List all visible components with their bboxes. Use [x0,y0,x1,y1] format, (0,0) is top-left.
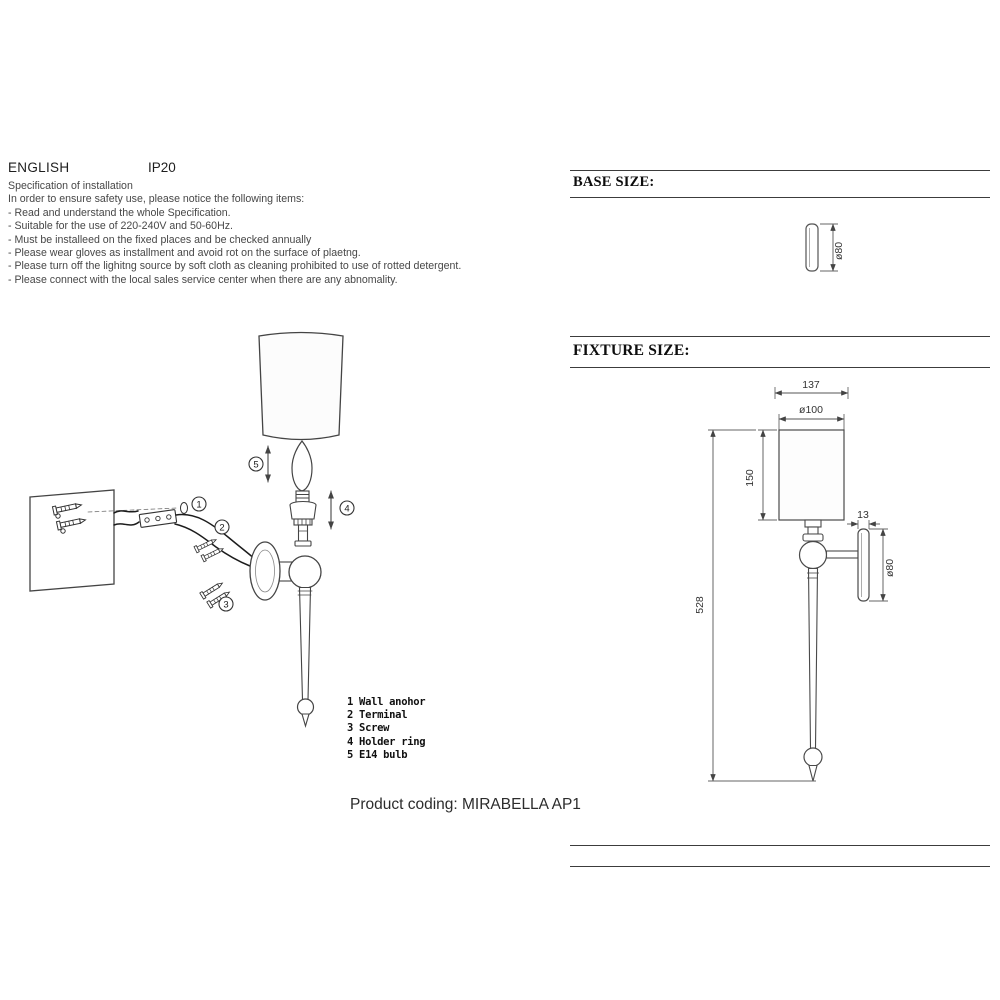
plate-diameter-label: ø80 [884,559,896,577]
spec-intro: In order to ensure safety use, please no… [8,193,305,206]
wire [175,513,257,561]
base-diameter-label: ø80 [833,242,845,260]
parts-list-item: 5 E14 bulb [347,748,408,761]
shade-diameter-label: ø100 [799,404,823,416]
spec-title: Specification of installation [8,180,133,192]
divider [570,845,990,846]
shade-front-view [778,429,845,521]
spec-item: - Suitable for the use of 220-240V and 5… [8,220,233,233]
lamp-holder [289,500,317,547]
specification-block: Specification of installation In order t… [8,180,573,287]
fixture-size-drawing: 137 ø100 150 528 [694,379,896,782]
divider [570,866,990,867]
callout-1: 1 [191,496,207,512]
plate-depth-label: 13 [857,509,869,521]
wall-mounting-plate [29,489,115,592]
callout-4-number: 4 [344,504,349,515]
exploded-assembly-diagram: 5 4 [29,331,355,728]
plate-hole [60,528,66,534]
shade-height-label: 150 [744,469,756,487]
projection-label: 137 [802,379,820,391]
header: ENGLISH IP20 [8,160,308,178]
fixture-size-title: FIXTURE SIZE: [573,342,690,359]
callout-2: 2 [214,519,230,535]
total-height-label: 528 [694,596,706,614]
divider [570,197,990,198]
fixture-body [249,541,322,728]
wire [113,521,140,526]
parts-list-item: 2 Terminal [347,709,408,722]
divider [570,170,990,171]
parts-list-item: 1 Wall anohor [347,696,426,708]
base-plate-side-view [805,223,819,272]
parts-list: 1 Wall anohor 2 Terminal 3 Screw 4 Holde… [347,696,426,762]
callout-3-number: 3 [223,600,228,611]
callout-5-number: 5 [253,460,258,471]
fixture-body-front-view [798,519,870,782]
divider [570,367,990,368]
spec-item: - Please turn off the lighitng source by… [8,260,462,273]
parts-list-item: 3 Screw [347,722,390,735]
base-size-title: BASE SIZE: [573,174,655,190]
mounting-screw [200,545,226,563]
base-size-drawing: ø80 [805,223,845,272]
callout-1-number: 1 [196,500,201,511]
e14-bulb [291,440,313,506]
ip-rating-label: IP20 [148,160,176,175]
language-label: ENGLISH [8,160,70,175]
spec-item: - Please connect with the local sales se… [8,273,398,286]
spec-item: - Please wear gloves as installment and … [8,247,361,260]
wire [174,523,251,567]
shade-outline [258,331,344,441]
callout-3: 3 [218,596,234,612]
spec-item: - Read and understand the whole Specific… [8,206,231,219]
plate-hole [55,513,61,519]
parts-list-item: 4 Holder ring [347,735,426,748]
terminal-block [138,509,178,528]
anchor-leader-line [87,507,178,513]
callout-4: 4 [339,500,355,516]
wire [113,510,139,514]
callout-2-number: 2 [219,523,224,534]
callout-5: 5 [248,456,264,472]
wall-anchor-plug [180,502,188,514]
divider [570,336,990,337]
product-coding: Product coding: MIRABELLA AP1 [350,796,581,813]
spec-item: - Must be installeed on the fixed places… [8,233,312,246]
